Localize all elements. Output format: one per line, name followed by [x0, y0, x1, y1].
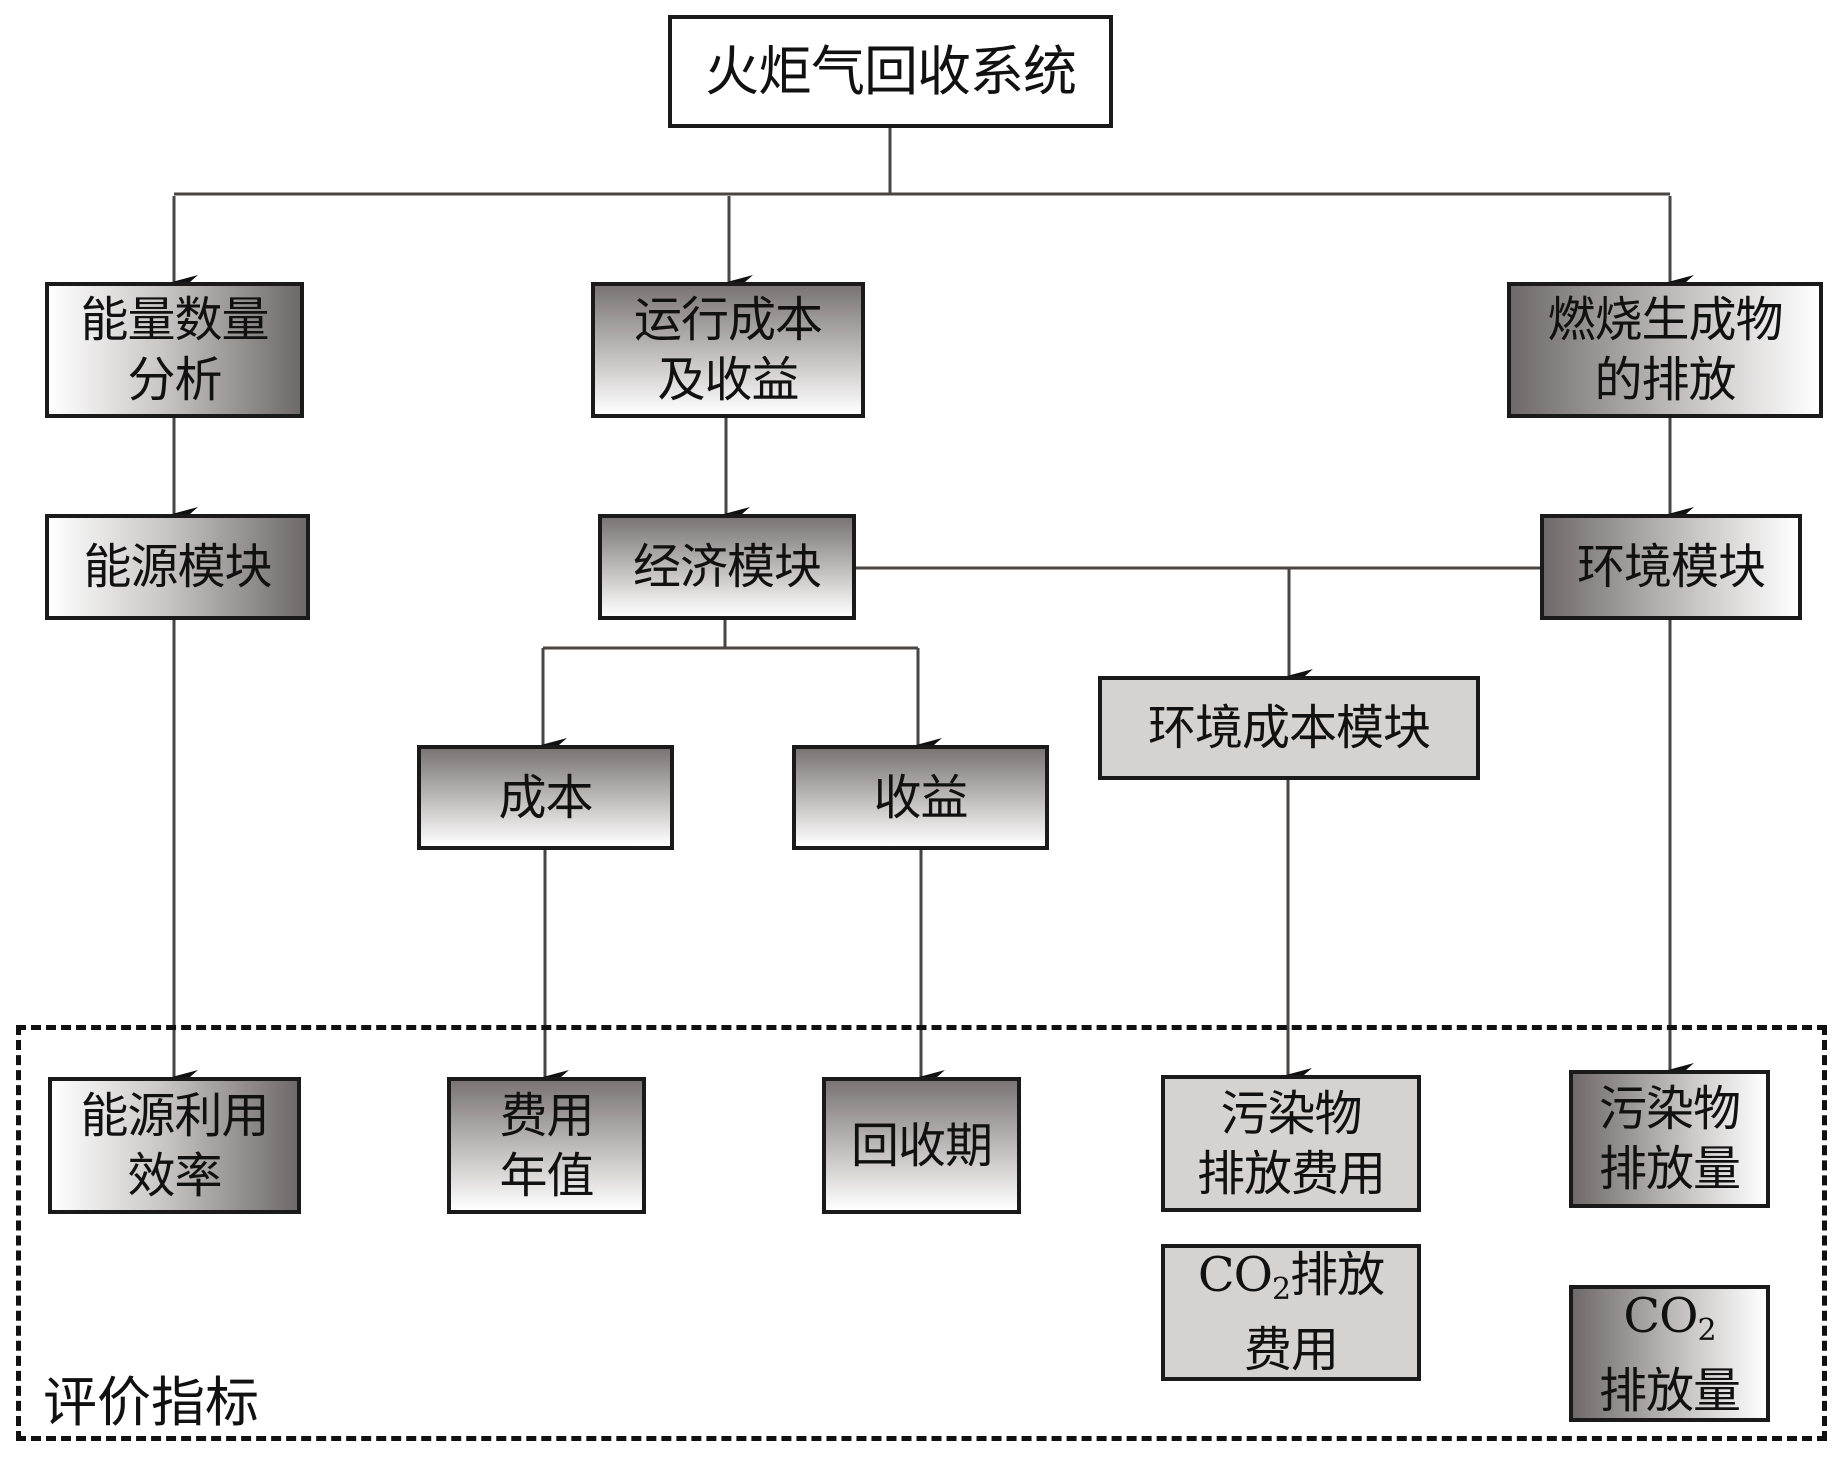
co2-formula: CO: [1623, 1288, 1698, 1344]
pollutant-amount-line1: 污染物: [1598, 1081, 1741, 1137]
co2-fee-line2: 费用: [1243, 1322, 1339, 1378]
env-cost-module-node: 环境成本模块: [1098, 676, 1480, 780]
pollutant-fee-line1: 污染物: [1220, 1085, 1362, 1142]
cost-node: 成本: [417, 745, 674, 850]
energy-analysis-line1: 能量数量: [80, 292, 269, 348]
env-cost-module-label: 环境成本模块: [1147, 700, 1431, 756]
operating-cost-line2: 及收益: [657, 352, 799, 408]
co2-formula: CO: [1197, 1247, 1273, 1303]
co2-amount-line2: 排放量: [1598, 1363, 1741, 1419]
combustion-emission-node: 燃烧生成物 的排放: [1507, 282, 1823, 418]
energy-efficiency-line2: 效率: [127, 1147, 222, 1204]
economic-module-node: 经济模块: [598, 514, 856, 620]
evaluation-indicators-label: 评价指标: [43, 1371, 259, 1434]
revenue-node: 收益: [792, 745, 1049, 850]
root-node: 火炬气回收系统: [668, 15, 1113, 128]
co2-fee-node: CO2排放 费用: [1161, 1244, 1421, 1381]
energy-efficiency-line1: 能源利用: [80, 1087, 269, 1144]
cost-label: 成本: [498, 769, 593, 826]
energy-module-label: 能源模块: [83, 539, 272, 595]
economic-module-label: 经济模块: [632, 539, 822, 595]
energy-analysis-line2: 分析: [127, 352, 222, 408]
annual-cost-node: 费用 年值: [447, 1077, 646, 1214]
environment-module-node: 环境模块: [1540, 514, 1802, 620]
combustion-emission-line1: 燃烧生成物: [1547, 292, 1783, 348]
co2-subscript: 2: [1697, 1313, 1716, 1348]
annual-cost-line2: 年值: [499, 1147, 594, 1204]
operating-cost-node: 运行成本 及收益: [591, 282, 865, 418]
co2-subscript: 2: [1271, 1272, 1291, 1307]
root-node-label: 火炬气回收系统: [705, 39, 1077, 103]
pollutant-fee-node: 污染物 排放费用: [1161, 1075, 1421, 1212]
payback-period-label: 回收期: [850, 1117, 993, 1174]
revenue-label: 收益: [873, 769, 968, 826]
energy-analysis-node: 能量数量 分析: [45, 282, 304, 418]
environment-module-label: 环境模块: [1576, 539, 1766, 595]
energy-efficiency-node: 能源利用 效率: [48, 1077, 301, 1214]
co2-amount-line1: CO2: [1599, 1286, 1740, 1361]
annual-cost-line1: 费用: [499, 1087, 594, 1144]
pollutant-fee-line2: 排放费用: [1196, 1145, 1386, 1202]
combustion-emission-line2: 的排放: [1594, 352, 1736, 408]
operating-cost-line1: 运行成本: [633, 292, 823, 348]
co2-fee-suffix: 排放: [1290, 1247, 1385, 1303]
payback-period-node: 回收期: [822, 1077, 1021, 1214]
evaluation-indicators-region: [16, 1025, 1827, 1441]
pollutant-amount-node: 污染物 排放量: [1569, 1070, 1770, 1208]
energy-module-node: 能源模块: [45, 514, 310, 620]
pollutant-amount-line2: 排放量: [1598, 1141, 1741, 1197]
co2-amount-node: CO2 排放量: [1569, 1285, 1770, 1422]
co2-fee-line1: CO2排放: [1197, 1245, 1385, 1320]
